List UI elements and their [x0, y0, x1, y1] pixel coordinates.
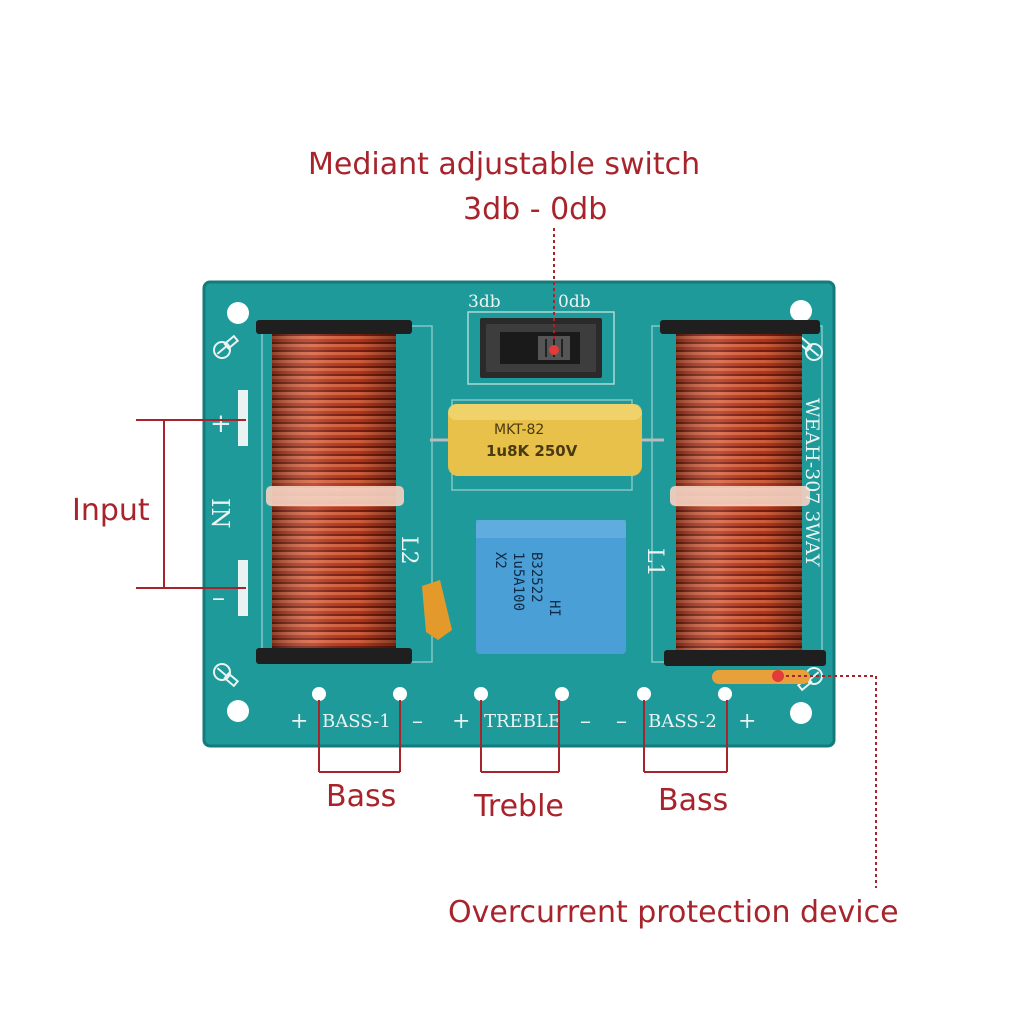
switch-label-right: 0db: [558, 292, 591, 312]
treble-callout: Treble: [474, 789, 564, 824]
out-plus-3: +: [738, 709, 756, 734]
screw-icon: [213, 334, 240, 359]
input-label: IN: [206, 498, 234, 528]
model-label: WEAH-307 3WAY: [801, 398, 823, 567]
out-pad: [555, 687, 569, 701]
blue-cap-marking-4: HI: [546, 600, 562, 617]
switch-callout-title: Mediant adjustable switch: [308, 147, 701, 182]
yellow-capacitor: [430, 404, 664, 476]
mount-hole-top-right: [790, 300, 812, 322]
coil-right: [660, 320, 826, 666]
bass-left-bracket: [318, 700, 401, 773]
out-plus-1: +: [290, 709, 308, 734]
out-pad: [474, 687, 488, 701]
blue-cap-marking-3: X2: [492, 552, 508, 569]
switch-marker: [549, 345, 559, 355]
yellow-cap-marking-1: MKT-82: [494, 422, 544, 438]
silk-outline-switch: [467, 311, 615, 385]
input-plus-label: +: [210, 409, 232, 439]
out-bass-2: BASS-2: [648, 711, 717, 732]
input-callout: Input: [72, 493, 150, 528]
switch-label-left: 3db: [468, 292, 501, 312]
coil-left-label: L2: [396, 536, 421, 565]
slide-switch[interactable]: [480, 318, 602, 378]
screw-icon: [213, 663, 240, 688]
bass-left-callout: Bass: [326, 779, 397, 814]
out-pad: [393, 687, 407, 701]
overcurrent-callout: Overcurrent protection device: [448, 895, 899, 930]
blue-cap-marking-1: B32522: [528, 552, 544, 603]
out-bass-1: BASS-1: [322, 711, 391, 732]
bass-right-callout: Bass: [658, 783, 729, 818]
out-treble: TREBLE: [484, 711, 561, 732]
out-minus-1: –: [412, 709, 423, 734]
input-bracket: [136, 419, 246, 589]
input-minus-label: –: [212, 583, 225, 613]
out-minus-2: –: [580, 709, 591, 734]
input-terminal-plus: [238, 390, 248, 446]
out-minus-3: –: [616, 709, 627, 734]
ceramic-capacitor: [422, 580, 452, 640]
out-pad: [637, 687, 651, 701]
switch-callout-range: 3db - 0db: [463, 192, 608, 227]
mount-hole-bottom-left: [227, 700, 249, 722]
pcb-edge: [202, 280, 836, 748]
blue-cap-marking-2: 1u5A100: [510, 552, 526, 611]
overcurrent-callout-line: [786, 675, 877, 888]
coil-right-label: L1: [642, 548, 667, 577]
yellow-cap-marking-2: 1u8K 250V: [486, 442, 578, 460]
mount-hole-top-left: [227, 302, 249, 324]
out-pad: [312, 687, 326, 701]
out-plus-2: +: [452, 709, 470, 734]
out-pad: [718, 687, 732, 701]
overcurrent-device: [712, 670, 810, 684]
blue-capacitor: [476, 520, 626, 654]
mount-hole-bottom-right: [790, 702, 812, 724]
treble-bracket: [480, 700, 560, 773]
coil-left: [256, 320, 412, 664]
bass-right-bracket: [643, 700, 728, 773]
